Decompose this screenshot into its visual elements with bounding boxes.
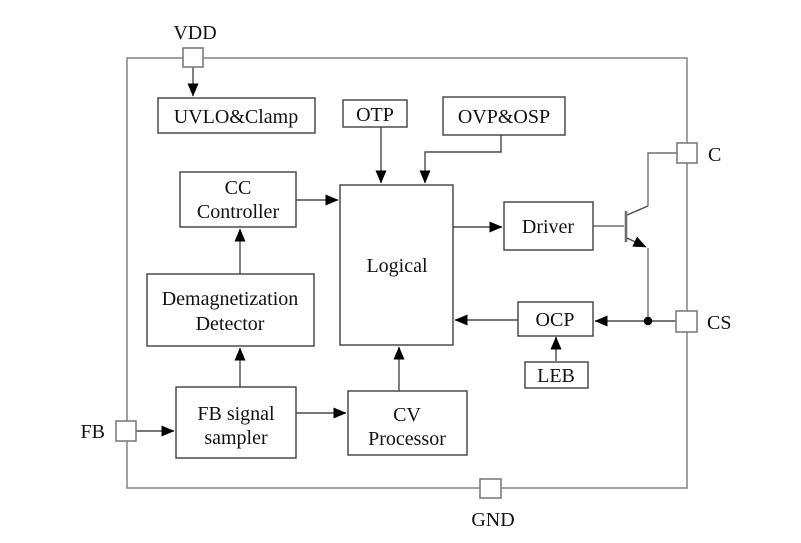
uvlo-clamp-label: UVLO&Clamp — [174, 106, 298, 128]
logical-label: Logical — [366, 255, 428, 277]
otp-label: OTP — [356, 104, 394, 126]
block-ocp: OCP — [517, 301, 594, 337]
npn-transistor-symbol — [624, 152, 677, 326]
pin-vdd-label: VDD — [173, 22, 216, 44]
block-otp: OTP — [342, 99, 408, 128]
block-fb-signal-sampler: FB signal sampler — [175, 386, 297, 459]
pin-c-label: C — [708, 144, 721, 166]
chip-outline — [126, 57, 688, 489]
pin-gnd-label: GND — [471, 509, 514, 531]
cc-controller-label-line2: Controller — [197, 201, 280, 223]
block-cv-processor: CV Processor — [347, 390, 468, 456]
block-logical: Logical — [339, 184, 454, 346]
leb-label: LEB — [537, 365, 575, 387]
transistor-emitter — [626, 236, 647, 248]
block-uvlo-clamp: UVLO&Clamp — [157, 97, 316, 134]
pin-cs: CS — [675, 310, 731, 334]
fb-signal-sampler-label-line1: FB signal — [197, 403, 275, 425]
pin-cs-label: CS — [707, 312, 731, 334]
block-driver: Driver — [503, 201, 594, 251]
cc-controller-label-line1: CC — [225, 177, 252, 199]
transistor-collector — [626, 205, 649, 216]
cv-processor-label-line1: CV — [393, 404, 421, 426]
block-demag-detector: Demagnetization Detector — [146, 273, 315, 347]
cv-processor-label-line2: Processor — [368, 428, 446, 450]
wire-ovposp-to-logical — [419, 135, 502, 184]
wire-cpin-to-collector — [647, 152, 677, 206]
pin-gnd: GND — [471, 478, 515, 531]
block-cc-controller: CC Controller — [179, 171, 297, 228]
ocp-label: OCP — [536, 309, 575, 331]
demag-detector-label-line1: Demagnetization — [162, 288, 299, 310]
demag-detector-label-line2: Detector — [196, 313, 265, 335]
driver-label: Driver — [522, 216, 575, 238]
fb-signal-sampler-label-line2: sampler — [204, 427, 268, 449]
pin-fb: FB — [81, 420, 137, 443]
pin-c: C — [676, 142, 721, 166]
cs-junction-dot — [643, 316, 653, 326]
block-leb: LEB — [524, 361, 589, 389]
pin-fb-label: FB — [81, 421, 105, 443]
block-ovp-osp: OVP&OSP — [442, 96, 566, 136]
ovp-osp-label: OVP&OSP — [458, 106, 550, 128]
pin-vdd: VDD — [173, 22, 217, 68]
